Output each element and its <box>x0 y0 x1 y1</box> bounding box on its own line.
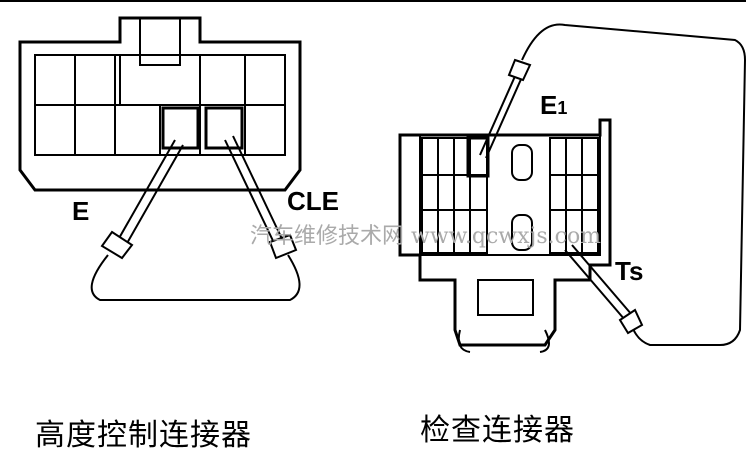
label-e1-sub: 1 <box>557 98 568 118</box>
label-ts: Ts <box>615 256 644 286</box>
label-cle: CLE <box>287 186 339 216</box>
height-control-connector <box>18 16 302 301</box>
watermark: 汽车维修技术网 www.qcwxjs.com <box>250 224 602 249</box>
label-e: E <box>72 196 90 226</box>
check-connector <box>398 23 746 353</box>
label-e1: E1 <box>540 90 567 123</box>
label-e1-main: E <box>540 90 558 120</box>
caption-check-connector: 检查连接器 <box>420 413 575 448</box>
caption-height-control-connector: 高度控制连接器 <box>35 418 252 453</box>
